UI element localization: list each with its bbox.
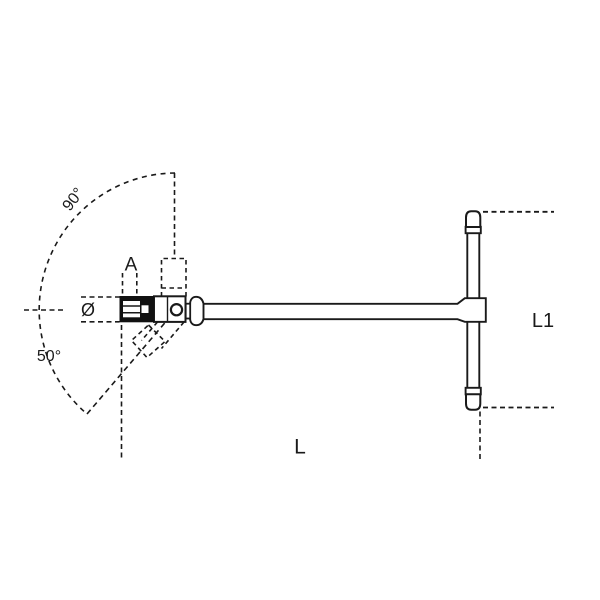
socket-recess-notch (141, 305, 149, 313)
socket-up-outline (160, 257, 187, 297)
length-l-label: L (294, 435, 306, 459)
angle-50-label: 50° (36, 348, 62, 365)
swivel-centerline (86, 306, 179, 415)
handle-bottom-knob (465, 393, 482, 411)
socket-recess (123, 301, 140, 318)
socket-down-edge-left (140, 321, 159, 342)
diameter-label: Ø (80, 300, 96, 320)
handle-top-knob (465, 210, 482, 228)
length-l1-label: L1 (531, 310, 555, 332)
shaft-and-center-block (202, 297, 487, 323)
joint-collar (189, 295, 205, 327)
dim-a-label: A (124, 254, 138, 276)
swivel-range-arc (38, 172, 176, 415)
joint-pin (169, 303, 184, 317)
socket-recess-lines (123, 305, 140, 314)
socket-down-edge-right (160, 321, 185, 350)
